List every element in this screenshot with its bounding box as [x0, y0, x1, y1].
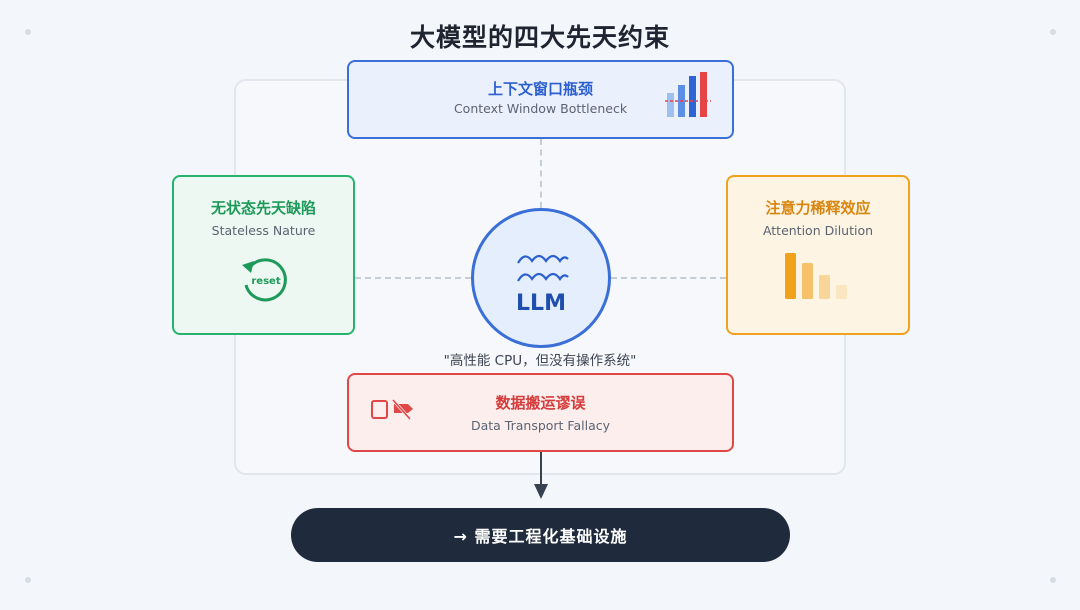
- llm-circle: LLM: [471, 208, 611, 348]
- llm-label: LLM: [516, 291, 566, 316]
- data-transport-title: 数据搬运谬误: [495, 394, 586, 412]
- stateless-title: 无状态先天缺陷: [210, 199, 316, 217]
- corner-dot: [25, 577, 31, 583]
- stateless-subtitle: Stateless Nature: [211, 223, 316, 238]
- attention-title: 注意力稀释效应: [765, 199, 871, 217]
- data-transport-card: 数据搬运谬误 Data Transport Fallacy: [347, 373, 734, 452]
- wave-icon: [517, 254, 569, 282]
- corner-dot: [1050, 577, 1056, 583]
- rising-bars-icon: [665, 72, 711, 117]
- connector-top: [540, 139, 542, 208]
- page-title: 大模型的四大先天约束: [409, 23, 670, 52]
- attention-card: 注意力稀释效应 Attention Dilution: [726, 175, 910, 335]
- no-transport-icon: [371, 398, 413, 421]
- stateless-card: 无状态先天缺陷 Stateless Nature reset: [172, 175, 355, 335]
- reset-icon-label: reset: [251, 276, 280, 287]
- corner-dot: [1050, 29, 1056, 35]
- attention-subtitle: Attention Dilution: [762, 223, 874, 238]
- llm-quote: "高性能 CPU，但没有操作系统": [443, 353, 637, 369]
- engineering-infrastructure-banner: → 需要工程化基础设施: [291, 508, 790, 562]
- reset-icon: reset: [242, 258, 287, 302]
- corner-dot: [25, 29, 31, 35]
- arrow-down-icon: [534, 452, 548, 499]
- data-transport-subtitle: Data Transport Fallacy: [470, 418, 611, 433]
- connector-right: [611, 277, 726, 279]
- declining-bars-icon: [785, 253, 847, 299]
- connector-left: [355, 277, 471, 279]
- context-window-subtitle: Context Window Bottleneck: [453, 101, 628, 116]
- context-window-card: 上下文窗口瓶颈 Context Window Bottleneck: [347, 60, 734, 139]
- context-window-title: 上下文窗口瓶颈: [487, 80, 593, 98]
